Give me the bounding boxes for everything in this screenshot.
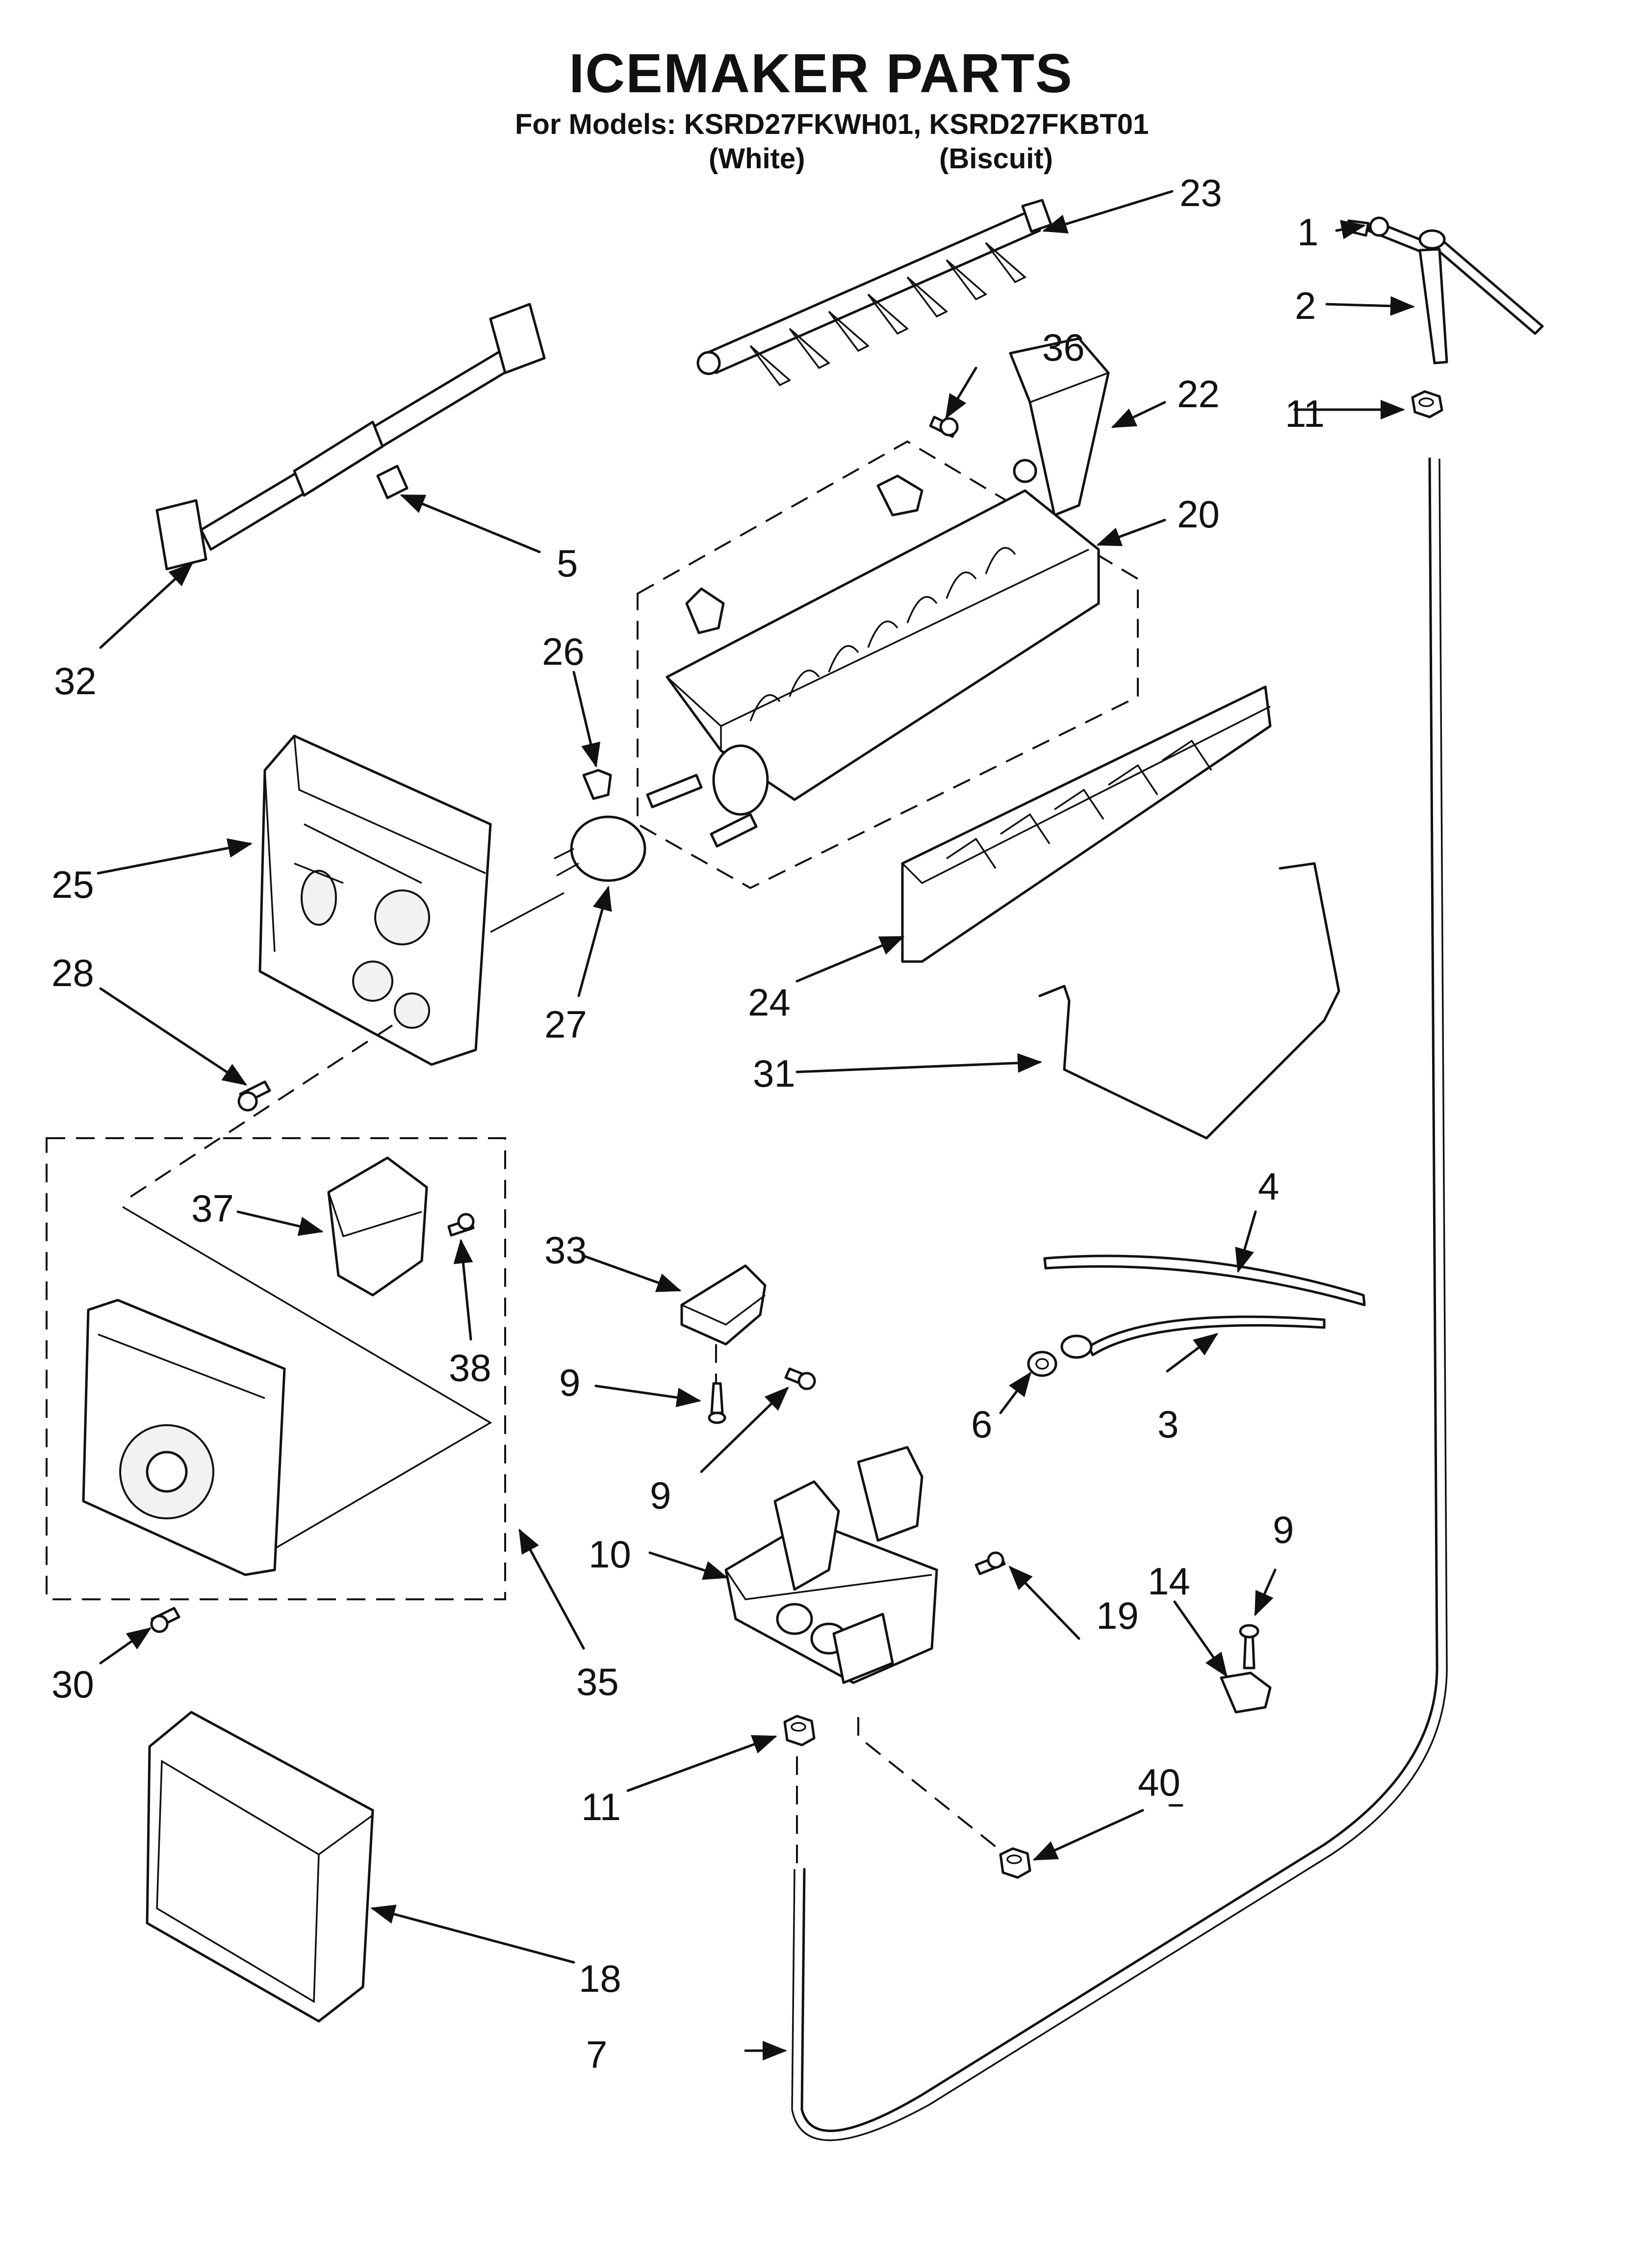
screw-part-28 bbox=[237, 1080, 271, 1112]
callout-7: 7 bbox=[586, 2033, 607, 2076]
callout-14: 14 bbox=[1148, 1560, 1190, 1603]
nut-part-40 bbox=[999, 1847, 1031, 1879]
nut-part-11-lower bbox=[783, 1715, 816, 1747]
wire-harness-part-32 bbox=[155, 303, 546, 571]
motor-cover-part-37 bbox=[327, 1156, 428, 1297]
clip-part-26 bbox=[582, 769, 612, 800]
leader-lines bbox=[97, 190, 1415, 2060]
control-module-body bbox=[82, 1299, 286, 1576]
stripper-part-24 bbox=[901, 685, 1272, 963]
callout-11-top: 11 bbox=[1285, 392, 1325, 435]
callout-31: 31 bbox=[753, 1052, 795, 1095]
callout-35: 35 bbox=[576, 1660, 619, 1703]
callout-26: 26 bbox=[542, 630, 585, 673]
callout-11-lower: 11 bbox=[581, 1785, 621, 1828]
callout-4: 4 bbox=[1258, 1165, 1279, 1208]
screw-part-38 bbox=[447, 1213, 475, 1237]
nut-part-11-top bbox=[1411, 390, 1443, 418]
callout-40: 40 bbox=[1138, 1761, 1180, 1804]
callout-27: 27 bbox=[544, 1003, 587, 1046]
variant-white-label: (White) bbox=[709, 143, 805, 175]
tube-part-4 bbox=[1043, 1254, 1366, 1306]
models-subtitle: For Models: KSRD27FKWH01, KSRD27FKBT01 bbox=[515, 108, 1149, 140]
callout-20: 20 bbox=[1177, 493, 1220, 536]
water-valve-part-10 bbox=[724, 1446, 938, 1684]
clip-part-5 bbox=[376, 465, 409, 499]
mold-assembly-outline bbox=[637, 440, 1139, 889]
nut-part-6 bbox=[1027, 1351, 1057, 1377]
callout-10: 10 bbox=[589, 1533, 631, 1576]
callout-5: 5 bbox=[557, 542, 578, 585]
callout-24: 24 bbox=[748, 981, 791, 1024]
callout-2: 2 bbox=[1295, 284, 1316, 327]
callout-38: 38 bbox=[449, 1346, 491, 1389]
screw-part-9-b bbox=[784, 1367, 816, 1390]
callout-19: 19 bbox=[1096, 1594, 1139, 1637]
screw-part-30 bbox=[150, 1607, 180, 1633]
callout-9-b: 9 bbox=[650, 1474, 671, 1517]
shutoff-arm-part-31 bbox=[1038, 862, 1340, 1140]
module-box-part-35 bbox=[46, 1137, 506, 1600]
callout-32: 32 bbox=[54, 659, 97, 703]
callout-9-a: 9 bbox=[559, 1361, 580, 1404]
mold-pins bbox=[646, 774, 758, 848]
screw-part-9-c bbox=[1239, 1624, 1259, 1669]
screw-part-19 bbox=[975, 1551, 1006, 1575]
callout-30: 30 bbox=[51, 1663, 94, 1706]
callout-6: 6 bbox=[971, 1403, 992, 1446]
fill-tube-part-2 bbox=[1367, 219, 1544, 365]
tube-part-3 bbox=[1060, 1315, 1326, 1359]
pad-part-18 bbox=[146, 1711, 374, 2023]
callout-18: 18 bbox=[579, 1957, 621, 2000]
mold-part-20 bbox=[666, 474, 1100, 816]
callout-9-c: 9 bbox=[1273, 1508, 1294, 1551]
screw-part-9-a bbox=[708, 1382, 726, 1424]
callout-3: 3 bbox=[1157, 1403, 1179, 1446]
clamp-part-14 bbox=[1220, 1671, 1272, 1714]
callout-36: 36 bbox=[1042, 326, 1085, 369]
callout-1: 1 bbox=[1297, 210, 1318, 254]
thermostat-part-27 bbox=[554, 815, 646, 882]
callout-37: 37 bbox=[191, 1187, 234, 1230]
callout-labels: 1 2 3 4 5 6 7 9 9 9 10 11 11 14 18 19 20… bbox=[51, 171, 1325, 2076]
callout-22: 22 bbox=[1177, 372, 1220, 416]
callout-28: 28 bbox=[51, 951, 94, 994]
variant-biscuit-label: (Biscuit) bbox=[939, 143, 1053, 175]
page-title: ICEMAKER PARTS bbox=[569, 43, 1073, 104]
callout-33: 33 bbox=[544, 1228, 587, 1272]
water-tube-part-7 bbox=[800, 457, 1438, 2132]
callout-23: 23 bbox=[1180, 171, 1222, 214]
callout-25: 25 bbox=[51, 863, 94, 906]
screw-part-36 bbox=[929, 416, 959, 438]
bracket-part-22 bbox=[1009, 337, 1110, 517]
control-housing-part-25 bbox=[258, 734, 492, 1066]
ejector-part-23 bbox=[696, 199, 1052, 387]
bracket-part-33 bbox=[680, 1264, 767, 1346]
